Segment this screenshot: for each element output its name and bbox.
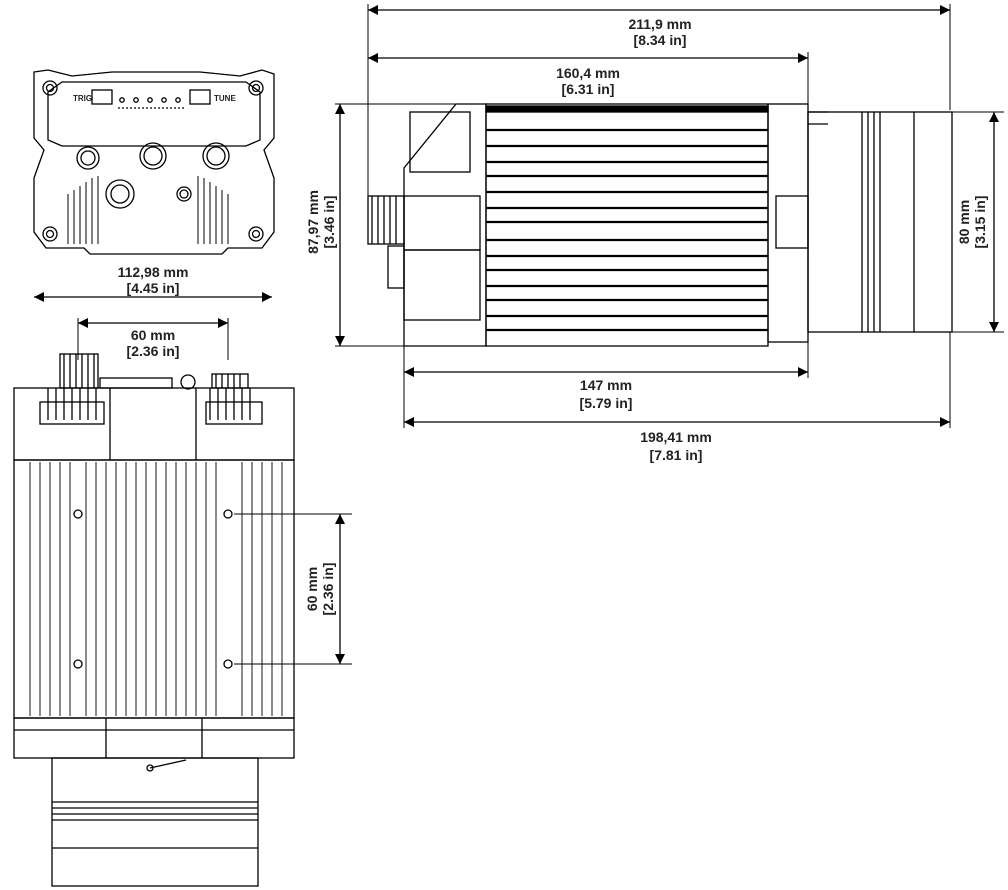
top-view	[13, 318, 352, 887]
body-length-in: [6.31 in]	[562, 81, 615, 97]
cooling-fins	[485, 105, 769, 332]
trig-label: TRIG	[73, 94, 92, 103]
front-plate	[767, 103, 809, 343]
screw-icon	[42, 80, 264, 242]
finned-housing	[485, 103, 769, 347]
status-led-icons	[118, 97, 184, 109]
connector-spacing-mm: 60 mm	[131, 327, 175, 343]
connector-icon	[76, 142, 230, 209]
trig-button	[91, 89, 113, 105]
mounting-hole-icon	[73, 509, 233, 669]
connector-knob-icon	[59, 353, 249, 390]
front-panel	[47, 81, 261, 147]
cooling-fins	[67, 176, 229, 244]
overall-length-mm: 211,9 mm	[628, 16, 691, 32]
housing-length-mm: 147 mm	[580, 377, 632, 393]
mount-spacing-mm: 60 mm	[304, 567, 320, 611]
side-view	[335, 4, 1004, 428]
housing-length-in: [5.79 in]	[580, 395, 633, 411]
mount-spacing-in: [2.36 in]	[320, 563, 336, 616]
cooling-fins	[29, 462, 283, 716]
front-housing-outline	[33, 69, 275, 255]
tune-label: TUNE	[214, 94, 236, 103]
connector-spacing-in: [2.36 in]	[127, 343, 180, 359]
body-length-mm: 160,4 mm	[556, 65, 620, 81]
front-width-mm: 112,98 mm	[118, 264, 189, 280]
overall-length-in: [8.34 in]	[634, 32, 687, 48]
front-width-in: [4.45 in]	[127, 280, 180, 296]
height-in: [3.46 in]	[321, 196, 337, 249]
rear-connector-block	[403, 103, 487, 347]
lens-barrel	[51, 757, 259, 887]
tune-button	[189, 89, 211, 105]
bottom-end-cap	[13, 717, 295, 759]
total-length-in: [7.81 in]	[650, 447, 703, 463]
lens-diameter-mm: 80 mm	[956, 200, 972, 244]
total-length-mm: 198,41 mm	[640, 429, 712, 445]
front-view	[33, 69, 275, 255]
height-mm: 87,97 mm	[305, 190, 321, 254]
lens-diameter-in: [3.15 in]	[972, 196, 988, 249]
